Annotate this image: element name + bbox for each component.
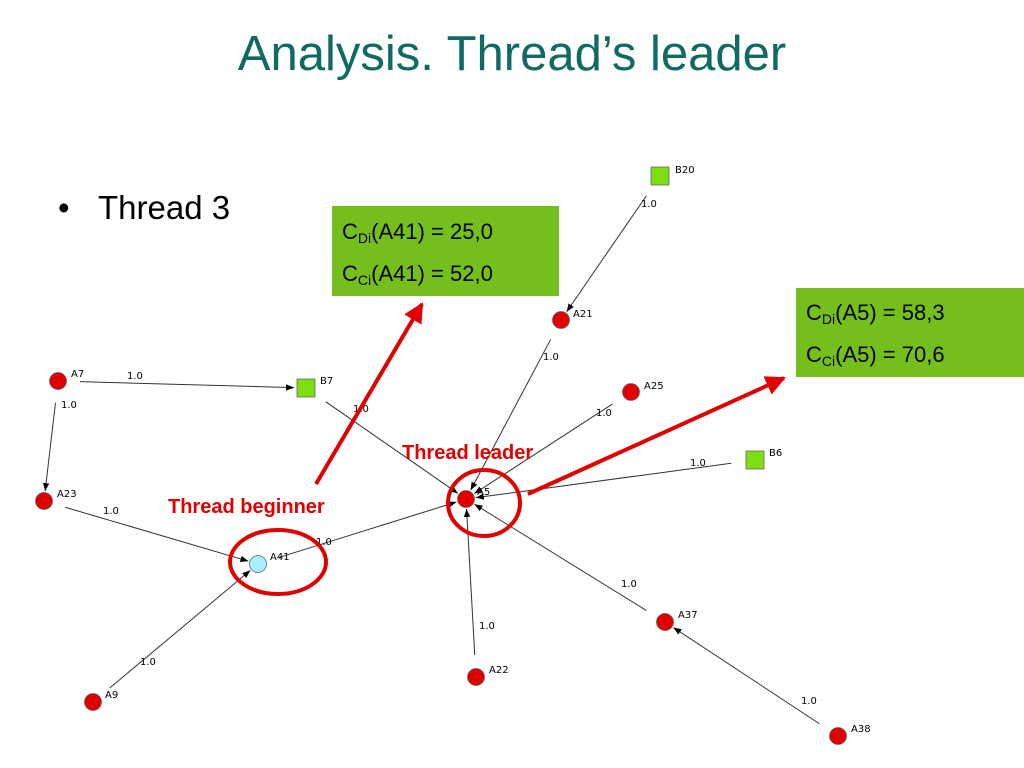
edge-weight-label: 1.0: [621, 579, 637, 590]
node-label-a9: A9: [105, 690, 118, 701]
edge-a21-a5: [470, 339, 552, 491]
beginner-arrow: [314, 302, 424, 486]
a5-cdi: CDi(A5) = 58,3: [806, 300, 945, 327]
edge-a38-a37: [673, 627, 820, 725]
node-label-b20: B20: [675, 165, 695, 176]
edge-a23-a41: [64, 506, 249, 562]
node-label-a22: A22: [489, 665, 509, 676]
node-label-a5: A5: [477, 487, 490, 498]
node-a7: [49, 372, 67, 390]
edge-a37-a5: [474, 503, 647, 611]
node-a25: [622, 383, 640, 401]
edge-weight-label: 1.0: [596, 408, 612, 419]
node-a37: [656, 613, 674, 631]
node-b6: [745, 450, 765, 470]
a5-metrics-box: CDi(A5) = 58,3 CCi(A5) = 70,6: [796, 288, 1024, 377]
slide-title: Analysis. Thread’s leader: [237, 27, 787, 81]
edge-weight-label: 1.0: [641, 199, 657, 210]
node-label-a21: A21: [573, 309, 593, 320]
bullet-text: Thread 3: [98, 189, 231, 226]
highlight-layer: [228, 302, 786, 596]
node-label-a25: A25: [644, 381, 664, 392]
node-a41: [249, 555, 267, 573]
a41-metrics-box: CDi(A41) = 25,0 CCi(A41) = 52,0: [332, 206, 559, 296]
edge-a25-a5: [474, 403, 613, 494]
node-a22: [467, 668, 485, 686]
node-label-a23: A23: [57, 489, 77, 500]
node-label-a41: A41: [270, 552, 290, 563]
edge-weight-label: 1.0: [127, 371, 143, 382]
edge-b20-a21: [566, 195, 647, 313]
bullet-marker: •: [58, 189, 70, 226]
node-a38: [829, 727, 847, 745]
node-a5: [457, 490, 475, 508]
a41-cdi: CDi(A41) = 25,0: [342, 219, 493, 246]
edge-weight-label: 1.0: [479, 621, 495, 632]
a5-cci: CCi(A5) = 70,6: [806, 342, 945, 369]
edge-weight-label: 1.0: [140, 657, 156, 668]
thread-beginner-label: Thread beginner: [168, 496, 325, 518]
node-b7: [296, 378, 316, 398]
thread-leader-ring: [446, 468, 522, 538]
node-label-a7: A7: [71, 369, 84, 380]
thread-leader-label: Thread leader: [402, 442, 534, 464]
edge-a9-a41: [109, 570, 251, 689]
edge-b7-a5: [325, 401, 459, 494]
node-label-b7: B7: [320, 376, 333, 387]
node-label-a38: A38: [851, 724, 871, 735]
a41-cci: CCi(A41) = 52,0: [342, 261, 493, 288]
edge-weight-label: 1.0: [543, 352, 559, 363]
node-label-a37: A37: [678, 610, 698, 621]
edge-a7-b7: [79, 381, 295, 391]
edge-weight-label: 1.0: [61, 400, 77, 411]
node-label-b6: B6: [769, 448, 782, 459]
node-b20: [650, 166, 670, 186]
edge-a7-a23: [42, 402, 56, 492]
bullet-item: • Thread 3: [58, 189, 230, 227]
node-a9: [84, 693, 102, 711]
edge-weight-label: 1.0: [801, 696, 817, 707]
node-a23: [35, 492, 53, 510]
node-a21: [552, 311, 570, 329]
edge-a41-a5: [278, 501, 457, 558]
edge-weight-label: 1.0: [316, 537, 332, 548]
thread-beginner-ring: [228, 528, 328, 596]
edge-weight-label: 1.0: [103, 506, 119, 517]
edge-weight-label: 1.0: [690, 458, 706, 469]
leader-arrow: [527, 376, 786, 496]
